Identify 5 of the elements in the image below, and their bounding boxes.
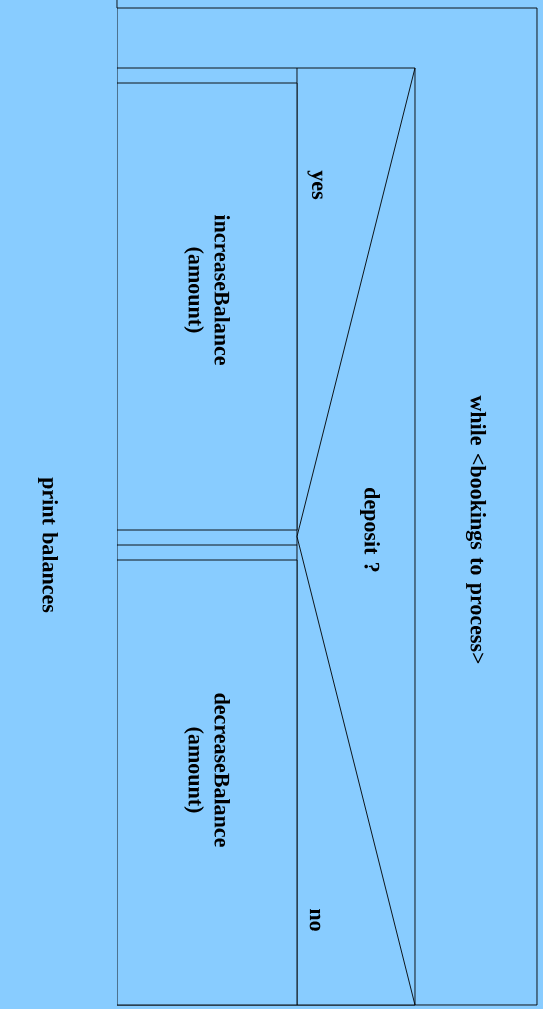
node-label: print balances xyxy=(38,477,58,613)
process-box: decreaseBalance (amount) xyxy=(116,559,298,1006)
band: print balances xyxy=(0,8,117,1005)
process-box: increaseBalance (amount) xyxy=(116,82,298,531)
decision-box: deposit ? yes no xyxy=(296,67,416,1006)
